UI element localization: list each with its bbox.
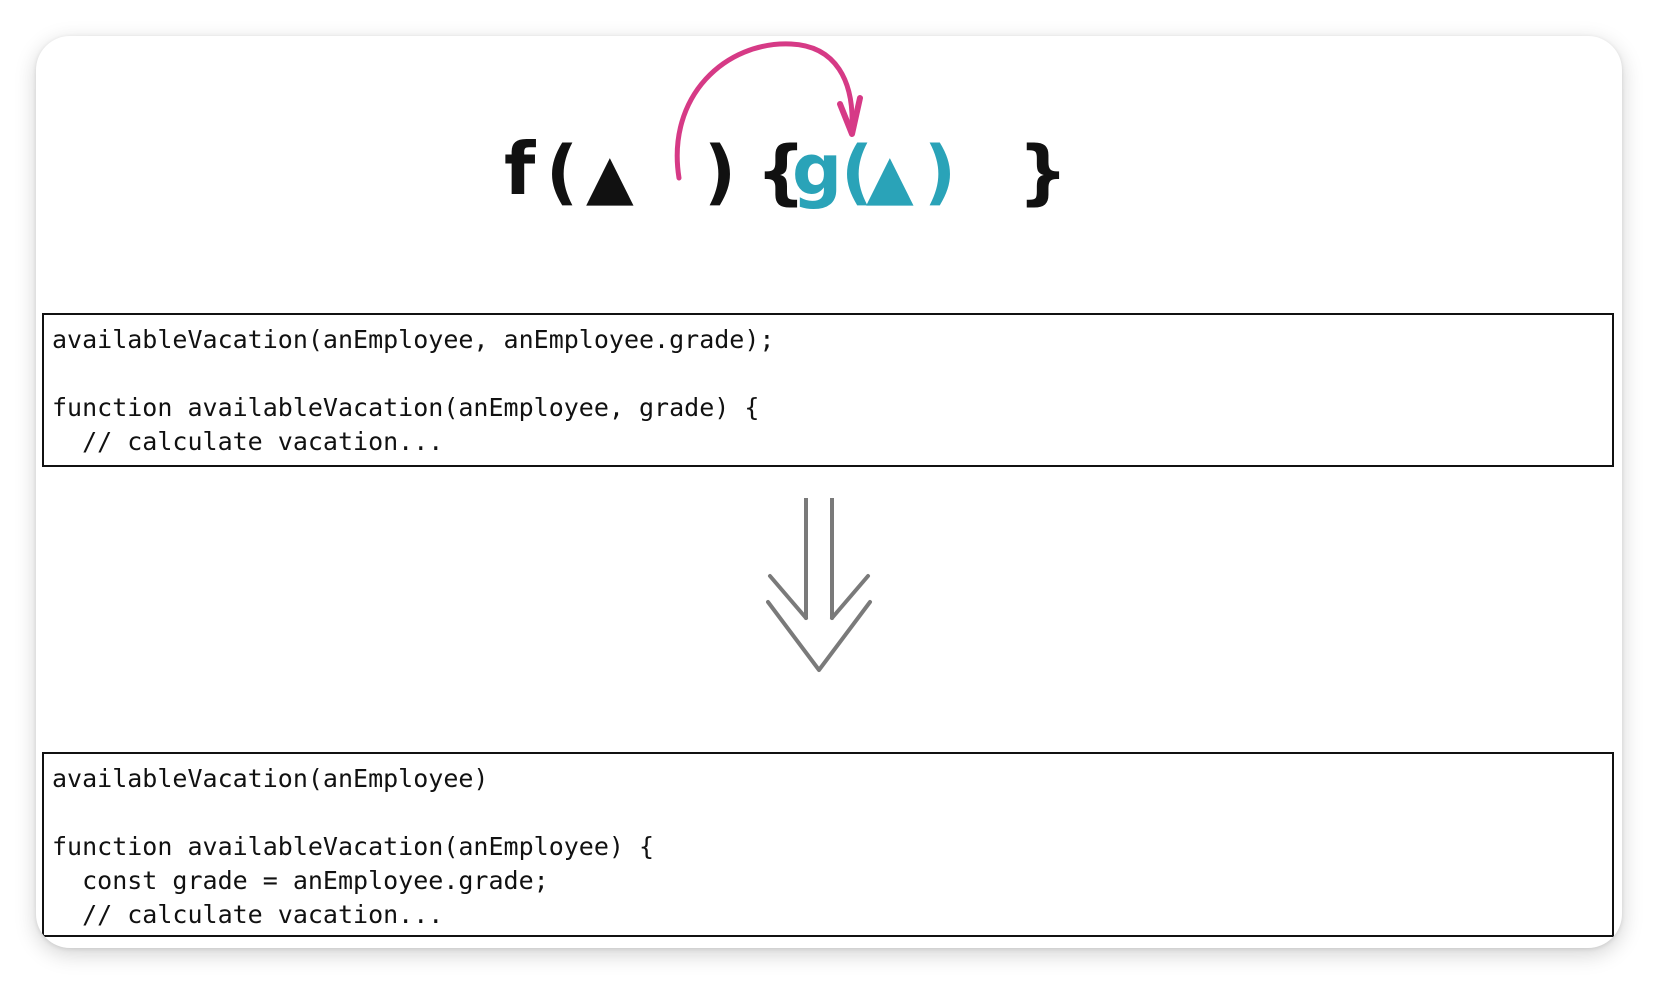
formula-svg: f ( ▲ ) { g ( ▲ ) } — [504, 41, 1068, 213]
refactoring-formula: f ( ▲ ) { g ( ▲ ) } — [36, 36, 1622, 316]
code-line: function availableVacation(anEmployee) { — [52, 832, 655, 861]
move-param-arrow-icon — [674, 41, 863, 181]
code-line: // calculate vacation... — [52, 427, 444, 456]
code-line: function availableVacation(anEmployee, g… — [52, 393, 760, 422]
code-after: availableVacation(anEmployee) function a… — [42, 752, 1614, 937]
formula-close-brace: } — [1018, 131, 1068, 213]
diagram-card: f ( ▲ ) { g ( ▲ ) } availableVacation(an… — [36, 36, 1622, 948]
formula-param-triangle: ▲ — [586, 140, 634, 213]
code-line — [52, 357, 1612, 391]
code-before: availableVacation(anEmployee, anEmployee… — [42, 313, 1614, 467]
formula-open-paren: ( — [546, 131, 578, 213]
formula-inner-triangle: ▲ — [866, 140, 914, 213]
code-line — [52, 796, 1612, 830]
formula-inner-close-paren: ) — [924, 131, 956, 213]
code-line: const grade = anEmployee.grade; — [52, 866, 549, 895]
code-line: // calculate vacation... — [52, 900, 444, 929]
code-line: availableVacation(anEmployee, anEmployee… — [52, 325, 775, 354]
formula-g: g — [792, 129, 842, 211]
formula-inner-open-paren: ( — [841, 131, 873, 213]
formula-open-brace: { — [756, 131, 806, 213]
formula-close-paren: ) — [704, 131, 736, 213]
formula-f: f — [504, 127, 536, 211]
code-line: availableVacation(anEmployee) — [52, 764, 489, 793]
double-down-arrow-icon — [766, 496, 886, 708]
